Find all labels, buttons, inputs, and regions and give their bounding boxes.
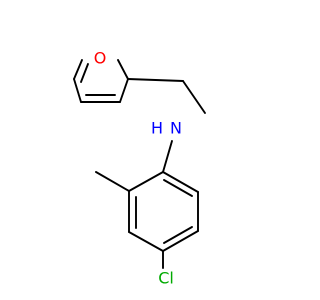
amine-hydrogen-label: H — [151, 119, 163, 138]
bond-c2-o-double — [80, 63, 89, 83]
bond-c6-c1-ring — [162, 171, 199, 193]
bond-c3-c4-ring — [128, 231, 164, 252]
bonds — [73, 59, 206, 269]
bond-methyl — [95, 171, 130, 192]
oxygen-atom-label: O — [94, 49, 107, 68]
bond-c1-c2 — [128, 171, 164, 192]
chlorine-atom-label: Cl — [158, 269, 174, 288]
bond-c4-c5-ring — [162, 230, 199, 252]
bond-n-c1 — [162, 140, 173, 173]
molecule-structure: O H N Cl — [73, 49, 206, 288]
bond-c2-c3 — [73, 78, 82, 103]
bond-inner-c1-c6 — [163, 179, 193, 197]
bond-o-c2 — [73, 59, 83, 80]
bond-ch2-n — [182, 80, 206, 114]
bond-c4-c5 — [119, 78, 129, 103]
bond-inner-c4-c5 — [163, 226, 193, 244]
bond-c5-ch2 — [127, 78, 184, 82]
nitrogen-atom-label: N — [170, 119, 182, 138]
bond-c5-o — [117, 59, 129, 80]
structure-canvas: O H N Cl — [73, 49, 206, 288]
